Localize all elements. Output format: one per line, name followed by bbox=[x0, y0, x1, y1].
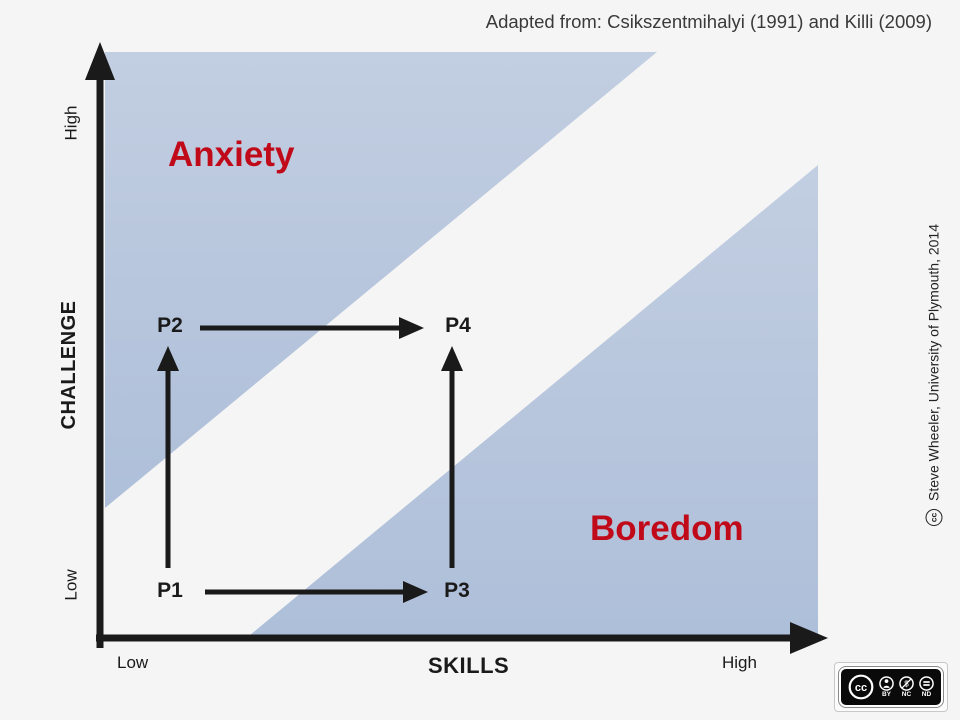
cc-logo-icon: cc bbox=[848, 674, 874, 700]
copyright-credit-text: Steve Wheeler, University of Plymouth, 2… bbox=[925, 223, 942, 502]
y-axis-arrowhead bbox=[85, 42, 115, 80]
arrow-p1-to-p3-head bbox=[403, 581, 428, 603]
copyright-credit: cc Steve Wheeler, University of Plymouth… bbox=[925, 223, 943, 527]
x-axis-low-tick: Low bbox=[117, 653, 149, 672]
point-p4-label: P4 bbox=[445, 314, 471, 337]
cc-by-label: BY bbox=[881, 690, 892, 698]
cc-nd-term: ND bbox=[919, 675, 934, 699]
x-axis-arrowhead bbox=[790, 622, 828, 654]
cc-nc-label: NC bbox=[901, 690, 912, 698]
arrow-p2-to-p4-head bbox=[399, 317, 424, 339]
point-p1-label: P1 bbox=[157, 579, 183, 602]
cc-symbol-icon: cc bbox=[925, 509, 943, 527]
svg-text:cc: cc bbox=[855, 682, 867, 694]
anxiety-region-shape bbox=[105, 52, 657, 508]
attribution-title: Adapted from: Csikszentmihalyi (1991) an… bbox=[485, 11, 932, 32]
cc-license-badge: cc BY $ NC bbox=[834, 662, 948, 712]
cc-nc-no-dollar-icon: $ bbox=[899, 675, 914, 691]
arrow-p1-to-p2-head bbox=[157, 346, 179, 371]
cc-nd-equals-icon bbox=[919, 675, 934, 691]
arrow-p3-to-p4-head bbox=[441, 346, 463, 371]
cc-by-term: BY bbox=[879, 675, 894, 699]
y-axis-high-tick: High bbox=[61, 105, 81, 141]
y-axis-low-tick: Low bbox=[61, 569, 81, 601]
cc-license-badge-inner: cc BY $ NC bbox=[839, 667, 943, 707]
boredom-region-shape bbox=[250, 165, 818, 635]
x-axis-high-tick: High bbox=[722, 653, 757, 672]
y-axis-title: CHALLENGE bbox=[58, 300, 80, 430]
cc-nc-term: $ NC bbox=[899, 675, 914, 699]
boredom-region-label: Boredom bbox=[590, 509, 744, 548]
cc-nd-label: ND bbox=[921, 690, 932, 698]
anxiety-region-label: Anxiety bbox=[168, 135, 295, 174]
cc-by-person-icon bbox=[879, 675, 894, 691]
x-axis-title: SKILLS bbox=[428, 653, 510, 678]
point-p2-label: P2 bbox=[157, 314, 183, 337]
point-p3-label: P3 bbox=[444, 579, 470, 602]
